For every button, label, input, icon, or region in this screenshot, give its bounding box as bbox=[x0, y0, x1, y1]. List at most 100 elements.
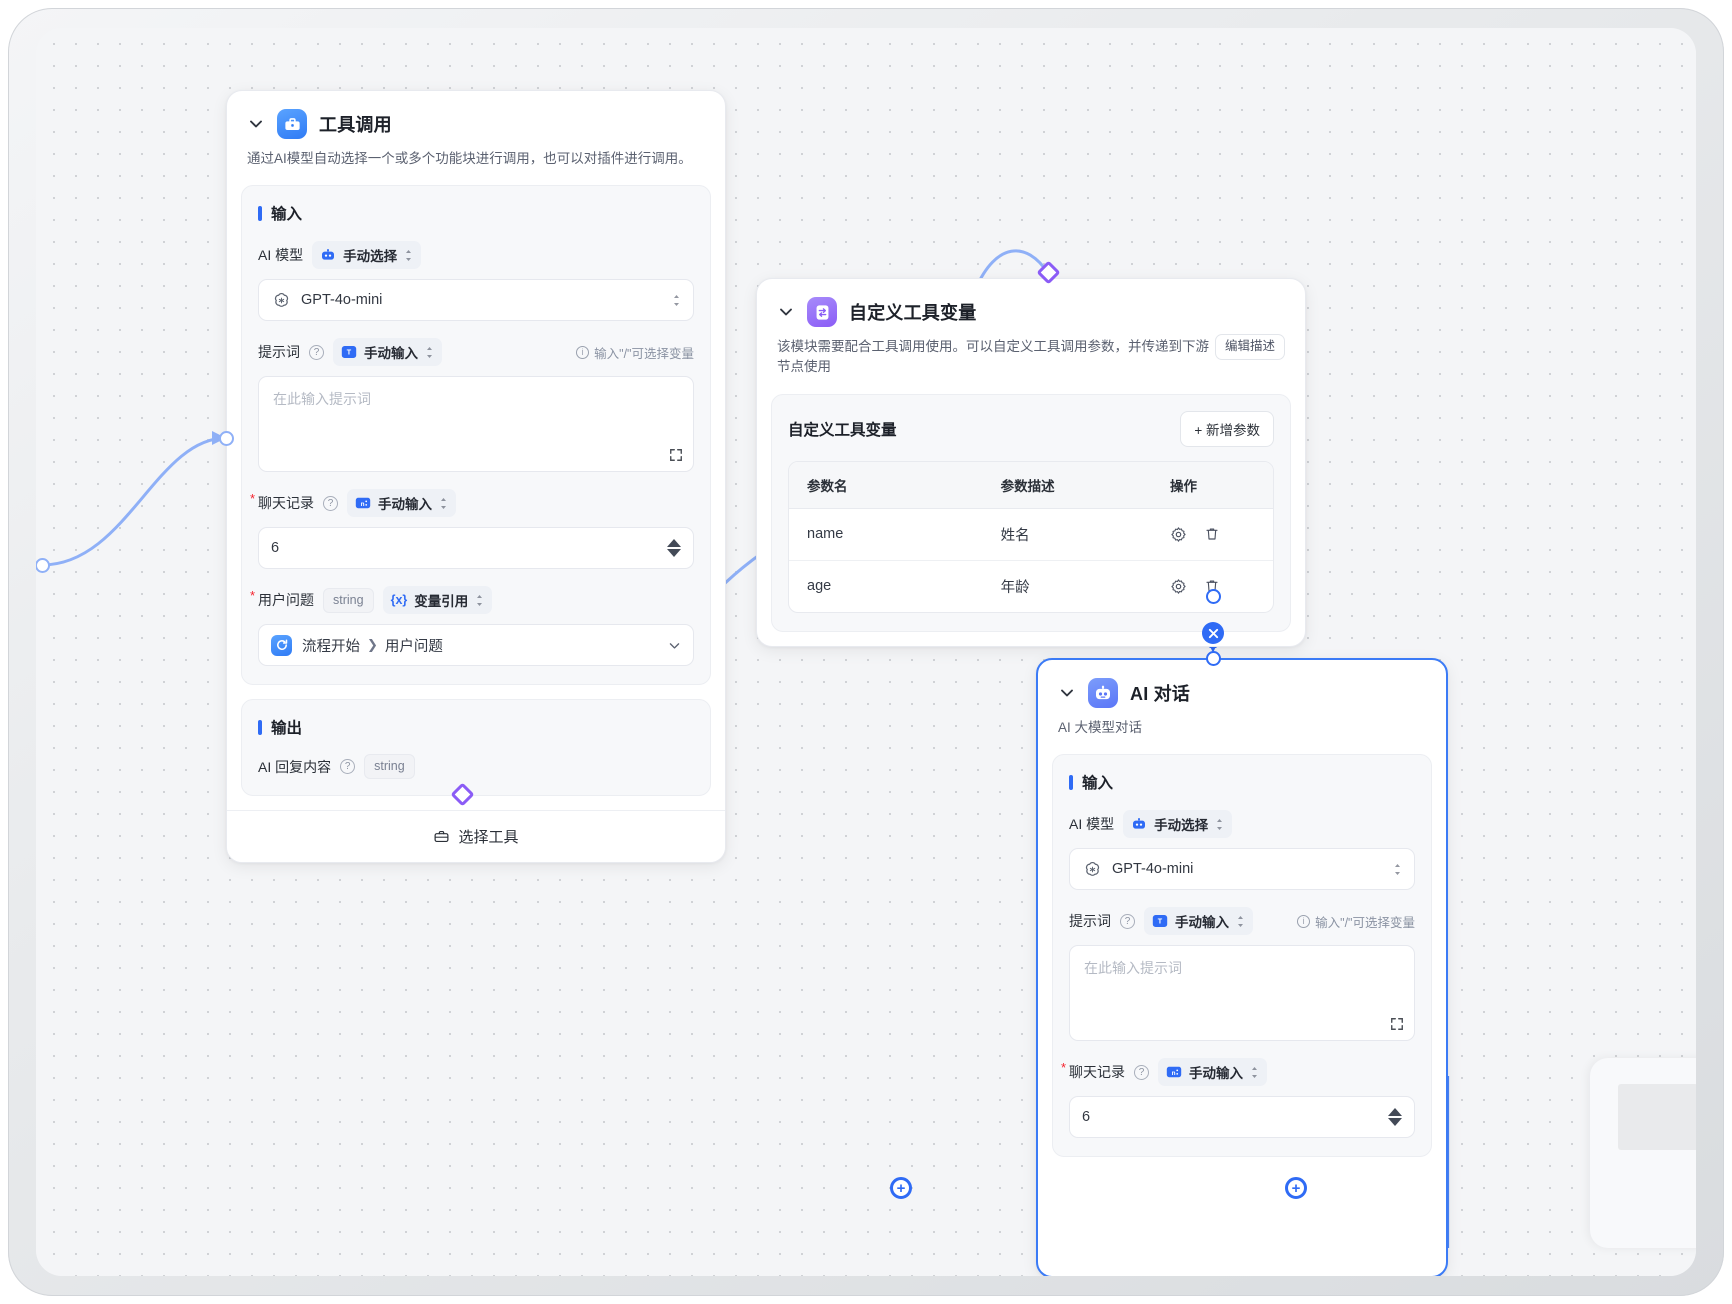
select-tool-button[interactable]: 选择工具 bbox=[227, 810, 725, 862]
node-header: AI 对话 AI 大模型对话 bbox=[1038, 660, 1446, 754]
text-input-icon: T bbox=[1152, 913, 1168, 929]
chat-history-number-input[interactable]: 6 bbox=[258, 527, 694, 570]
input-section-title: 输入 bbox=[258, 202, 694, 224]
svg-text:n: n bbox=[361, 501, 365, 508]
field-prompt: 提示词 ? T 手动输入 i 输入"/"可选择变 bbox=[258, 338, 694, 473]
chevron-down-icon[interactable] bbox=[247, 115, 265, 133]
node-header: 自定义工具变量 该模块需要配合工具调用使用。可以自定义工具调用参数，并传递到下游… bbox=[757, 279, 1305, 394]
add-node-right-button[interactable]: + bbox=[1285, 1177, 1307, 1199]
expand-icon[interactable] bbox=[1390, 1017, 1404, 1031]
chevron-updown-icon[interactable] bbox=[1393, 862, 1402, 877]
gear-icon[interactable] bbox=[1170, 578, 1187, 595]
chevron-updown-icon[interactable] bbox=[672, 293, 681, 308]
chevron-down-icon[interactable] bbox=[777, 303, 795, 321]
prompt-textarea[interactable]: 在此输入提示词 bbox=[1069, 945, 1415, 1042]
prompt-mode-select[interactable]: T 手动输入 bbox=[1144, 907, 1253, 936]
chevron-updown-icon bbox=[406, 249, 412, 261]
trash-icon[interactable] bbox=[1204, 526, 1220, 542]
side-panel-placeholder bbox=[1618, 1084, 1696, 1150]
number-stepper[interactable] bbox=[667, 539, 681, 558]
node-custom-tool-variable[interactable]: 自定义工具变量 该模块需要配合工具调用使用。可以自定义工具调用参数，并传递到下游… bbox=[756, 278, 1306, 647]
field-ai-model: AI 模型 手动选择 bbox=[1069, 810, 1415, 891]
stepper-down-icon[interactable] bbox=[1388, 1118, 1402, 1127]
user-question-label: 用户问题 bbox=[250, 588, 314, 610]
chat-history-mode-select[interactable]: n 手动输入 bbox=[1158, 1058, 1267, 1087]
edit-description-button[interactable]: 编辑描述 bbox=[1214, 334, 1285, 360]
handle-canvas-left-source[interactable] bbox=[36, 558, 50, 573]
toolbox-icon bbox=[277, 109, 307, 139]
node-description: AI 大模型对话 bbox=[1058, 720, 1143, 735]
node-description: 该模块需要配合工具调用使用。可以自定义工具调用参数，并传递到下游节点使用 编辑描… bbox=[777, 334, 1285, 394]
node-tool-call[interactable]: 工具调用 通过AI模型自动选择一个或多个功能块进行调用，也可以对插件进行调用。 … bbox=[226, 90, 726, 863]
column-actions: 操作 bbox=[1151, 461, 1273, 509]
prompt-mode-label: 手动输入 bbox=[364, 346, 418, 362]
section-accent-bar bbox=[258, 205, 262, 221]
stepper-down-icon[interactable] bbox=[667, 549, 681, 558]
node-title: 自定义工具变量 bbox=[849, 303, 977, 323]
stepper-up-icon[interactable] bbox=[667, 539, 681, 548]
column-param-name: 参数名 bbox=[789, 461, 983, 509]
gear-icon[interactable] bbox=[1170, 526, 1187, 543]
output-row: AI 回复内容 ? string bbox=[258, 754, 694, 779]
help-icon[interactable]: ? bbox=[323, 495, 338, 511]
flow-start-icon bbox=[271, 634, 292, 656]
ai-model-select[interactable]: GPT-4o-mini bbox=[258, 279, 694, 322]
ai-model-mode-label: 手动选择 bbox=[343, 249, 398, 265]
user-question-mode-label: 变量引用 bbox=[414, 594, 469, 610]
ai-model-mode-select[interactable]: 手动选择 bbox=[1123, 810, 1233, 839]
field-ai-model: AI 模型 手动选择 bbox=[258, 241, 694, 322]
edge-delete-button[interactable] bbox=[1202, 622, 1224, 644]
table-row[interactable]: name 姓名 bbox=[789, 509, 1273, 561]
expand-icon[interactable] bbox=[669, 448, 683, 462]
user-question-mode-select[interactable]: {x} 变量引用 bbox=[382, 586, 493, 615]
input-section-title: 输入 bbox=[1069, 771, 1415, 793]
parameters-table: 参数名 参数描述 操作 name 姓名 bbox=[788, 460, 1274, 613]
help-icon[interactable]: ? bbox=[1120, 913, 1135, 929]
number-input-icon: n bbox=[1166, 1064, 1182, 1080]
chat-history-mode-label: 手动输入 bbox=[1189, 1066, 1243, 1082]
cell-param-desc: 年龄 bbox=[1000, 579, 1030, 596]
ai-model-mode-select[interactable]: 手动选择 bbox=[312, 241, 422, 270]
handle-tool-call-input[interactable] bbox=[219, 431, 234, 446]
prompt-textarea[interactable]: 在此输入提示词 bbox=[258, 376, 694, 473]
handle-ai-chat-top[interactable] bbox=[1206, 651, 1221, 666]
chevron-down-icon[interactable] bbox=[668, 639, 681, 652]
ai-model-select[interactable]: GPT-4o-mini bbox=[1069, 848, 1415, 891]
table-row[interactable]: age 年龄 bbox=[789, 561, 1273, 612]
chevron-updown-icon bbox=[1238, 915, 1243, 927]
prompt-mode-select[interactable]: T 手动输入 bbox=[333, 338, 442, 367]
robot-icon bbox=[1131, 816, 1147, 832]
add-node-left-button[interactable]: + bbox=[890, 1177, 912, 1199]
help-icon[interactable]: ? bbox=[309, 344, 324, 360]
close-icon bbox=[1208, 628, 1218, 638]
ref-node-name: 流程开始 bbox=[302, 638, 360, 655]
node-ai-chat[interactable]: AI 对话 AI 大模型对话 输入 AI 模型 bbox=[1036, 658, 1448, 1276]
number-stepper[interactable] bbox=[1388, 1108, 1402, 1127]
svg-text:n: n bbox=[1172, 1070, 1176, 1077]
variable-swap-icon bbox=[807, 297, 837, 327]
prompt-placeholder: 在此输入提示词 bbox=[1084, 960, 1182, 977]
field-chat-history: 聊天记录 ? n 手动输入 6 bbox=[1061, 1058, 1415, 1139]
openai-logo-icon bbox=[1082, 859, 1102, 879]
prompt-hint-text: 输入"/"可选择变量 bbox=[1315, 915, 1415, 930]
robot-icon bbox=[1088, 678, 1118, 708]
workflow-canvas[interactable]: 工具调用 通过AI模型自动选择一个或多个功能块进行调用，也可以对插件进行调用。 … bbox=[36, 28, 1696, 1276]
variables-panel: 自定义工具变量 + 新增参数 参数名 参数描述 操作 bbox=[771, 393, 1291, 632]
chevron-down-icon[interactable] bbox=[1058, 684, 1076, 702]
add-parameter-button[interactable]: + 新增参数 bbox=[1180, 410, 1274, 447]
node-header: 工具调用 通过AI模型自动选择一个或多个功能块进行调用，也可以对插件进行调用。 bbox=[227, 91, 725, 185]
handle-custom-tool-variable-bottom[interactable] bbox=[1206, 589, 1221, 604]
chat-history-number-input[interactable]: 6 bbox=[1069, 1096, 1415, 1139]
canvas-scrollbar[interactable] bbox=[1689, 34, 1694, 1214]
prompt-mode-label: 手动输入 bbox=[1175, 915, 1229, 931]
user-question-variable-select[interactable]: 流程开始 ❯ 用户问题 bbox=[258, 624, 694, 667]
chat-history-mode-select[interactable]: n 手动输入 bbox=[347, 489, 456, 518]
input-panel: 输入 AI 模型 手动选择 bbox=[241, 185, 711, 686]
help-icon[interactable]: ? bbox=[340, 759, 356, 775]
side-panel[interactable] bbox=[1590, 1058, 1696, 1248]
help-icon[interactable]: ? bbox=[1134, 1064, 1149, 1080]
stepper-up-icon[interactable] bbox=[1388, 1108, 1402, 1117]
node-title: 工具调用 bbox=[319, 115, 392, 135]
chevron-updown-icon bbox=[477, 594, 483, 606]
chevron-right-icon: ❯ bbox=[367, 637, 378, 653]
